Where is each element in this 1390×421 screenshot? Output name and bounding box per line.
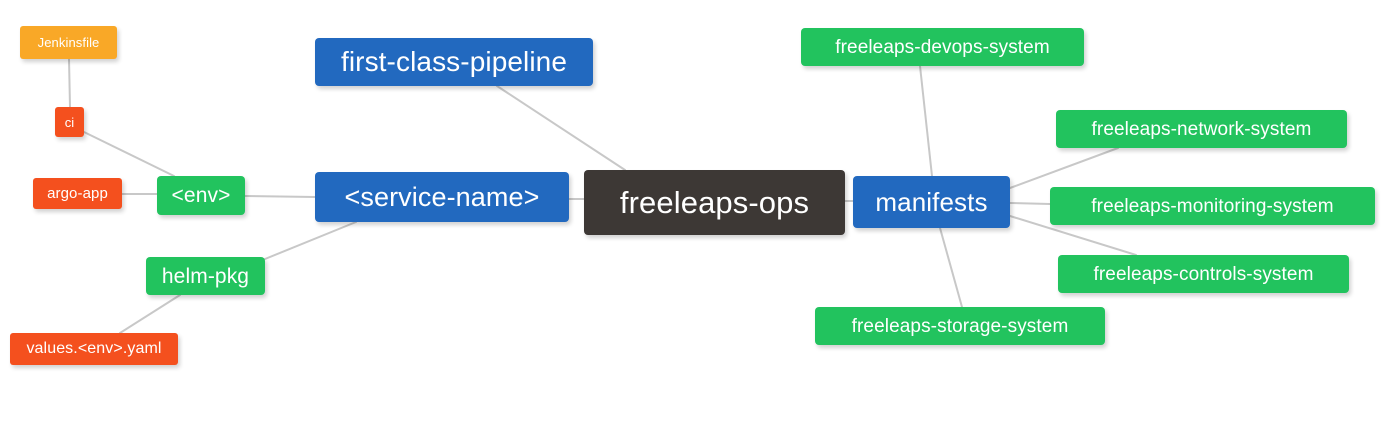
node-helm-pkg[interactable]: helm-pkg — [146, 257, 265, 295]
edge-helm-pkg-to-service-name — [264, 221, 357, 260]
node-freeleaps-devops-system[interactable]: freeleaps-devops-system — [801, 28, 1084, 66]
edge-jenkinsfile-to-ci — [68, 58, 71, 108]
edge-first-class-pipeline-to-freeleaps-ops — [496, 85, 626, 171]
node-label-first-class-pipeline: first-class-pipeline — [340, 46, 568, 77]
edge-ci-to-env — [83, 131, 175, 177]
node-argo-app[interactable]: argo-app — [33, 178, 122, 209]
node-label-freeleaps-network-system: freeleaps-network-system — [1091, 118, 1312, 140]
node-label-jenkinsfile: Jenkinsfile — [37, 35, 100, 50]
node-jenkinsfile[interactable]: Jenkinsfile — [20, 26, 117, 59]
edge-manifests-to-freeleaps-monitoring-system — [1009, 202, 1051, 205]
node-label-freeleaps-controls-system: freeleaps-controls-system — [1093, 263, 1314, 285]
node-values-yaml[interactable]: values.<env>.yaml — [10, 333, 178, 365]
node-label-values-yaml: values.<env>.yaml — [26, 340, 162, 357]
node-ci[interactable]: ci — [55, 107, 84, 137]
node-env[interactable]: <env> — [157, 176, 245, 215]
node-freeleaps-controls-system[interactable]: freeleaps-controls-system — [1058, 255, 1349, 293]
node-label-ci: ci — [64, 114, 75, 130]
node-manifests[interactable]: manifests — [853, 176, 1010, 228]
edge-manifests-to-freeleaps-devops-system — [919, 65, 933, 177]
node-freeleaps-monitoring-system[interactable]: freeleaps-monitoring-system — [1050, 187, 1375, 225]
edge-env-to-service-name — [244, 195, 316, 198]
node-label-service-name: <service-name> — [344, 181, 540, 212]
node-freeleaps-ops[interactable]: freeleaps-ops — [584, 170, 845, 235]
node-freeleaps-storage-system[interactable]: freeleaps-storage-system — [815, 307, 1105, 345]
edge-manifests-to-freeleaps-storage-system — [939, 227, 963, 308]
edge-values-yaml-to-helm-pkg — [119, 294, 181, 334]
edge-manifests-to-freeleaps-network-system — [1009, 147, 1119, 189]
node-label-helm-pkg: helm-pkg — [161, 264, 250, 288]
node-label-env: <env> — [171, 184, 231, 207]
node-label-freeleaps-monitoring-system: freeleaps-monitoring-system — [1091, 195, 1334, 217]
node-service-name[interactable]: <service-name> — [315, 172, 569, 222]
node-label-freeleaps-ops: freeleaps-ops — [619, 185, 810, 220]
node-first-class-pipeline[interactable]: first-class-pipeline — [315, 38, 593, 86]
node-label-argo-app: argo-app — [47, 185, 108, 202]
node-freeleaps-network-system[interactable]: freeleaps-network-system — [1056, 110, 1347, 148]
node-label-manifests: manifests — [875, 187, 988, 217]
node-label-freeleaps-devops-system: freeleaps-devops-system — [835, 36, 1050, 58]
node-label-freeleaps-storage-system: freeleaps-storage-system — [851, 315, 1069, 337]
